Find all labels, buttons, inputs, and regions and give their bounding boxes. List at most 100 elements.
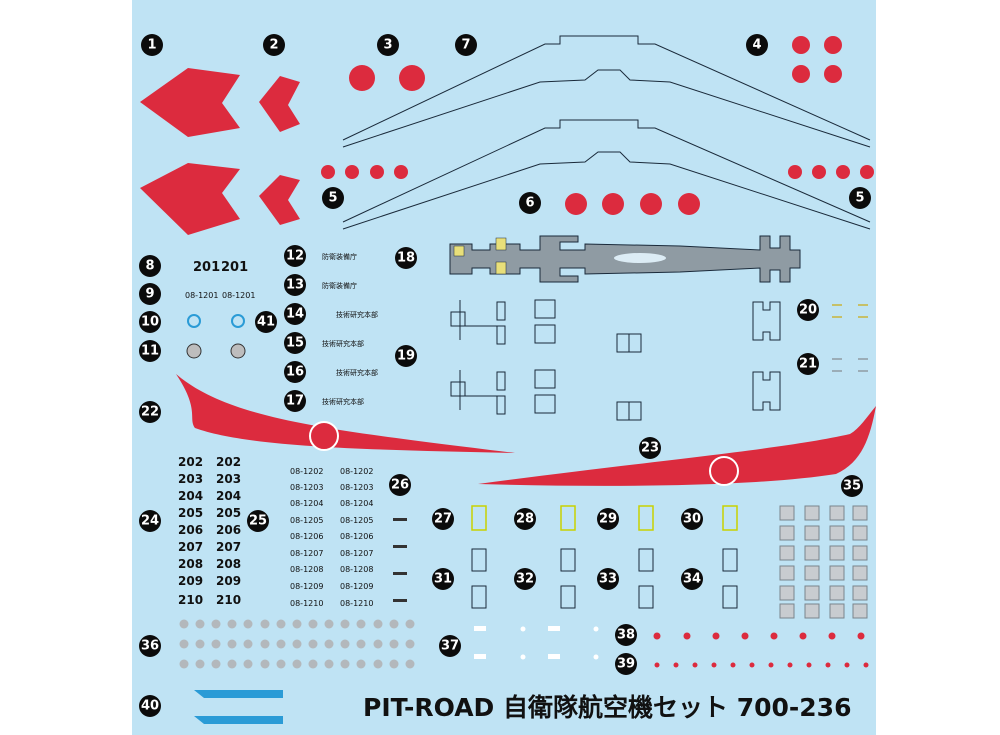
svg-text:31: 31 xyxy=(434,572,452,587)
decal-9-serial: 08-1201 08-1201 xyxy=(185,291,255,300)
decal-31-34-doors xyxy=(471,548,738,609)
svg-text:08-1206: 08-1206 xyxy=(290,532,323,541)
svg-text:技術研究本部: 技術研究本部 xyxy=(336,368,378,377)
svg-text:210: 210 xyxy=(216,593,241,607)
svg-text:08-1208: 08-1208 xyxy=(290,565,323,574)
svg-text:205: 205 xyxy=(178,506,203,520)
badge-28: 28 xyxy=(514,508,536,530)
badge-35: 35 xyxy=(841,475,863,497)
svg-text:22: 22 xyxy=(141,405,159,420)
svg-text:08-1203: 08-1203 xyxy=(340,483,373,492)
badge-12: 12 xyxy=(284,245,306,267)
decal-21-arrows xyxy=(832,358,868,372)
badge-16: 16 xyxy=(284,361,306,383)
svg-text:209: 209 xyxy=(178,574,203,588)
svg-text:防衛装備庁: 防衛装備庁 xyxy=(322,281,357,290)
svg-text:32: 32 xyxy=(516,572,534,587)
svg-text:1: 1 xyxy=(147,38,156,53)
svg-text:12: 12 xyxy=(286,249,304,264)
svg-text:16: 16 xyxy=(286,365,304,380)
svg-text:15: 15 xyxy=(286,336,304,351)
svg-text:34: 34 xyxy=(683,572,701,587)
decal-38-red-dots xyxy=(653,632,865,640)
svg-text:10: 10 xyxy=(141,315,159,330)
svg-text:19: 19 xyxy=(397,349,415,364)
badge-17: 17 xyxy=(284,390,306,412)
svg-text:08-1202: 08-1202 xyxy=(340,467,373,476)
decal-23-tail-swoosh xyxy=(478,406,876,486)
badge-32: 32 xyxy=(514,568,536,590)
svg-text:08-1207: 08-1207 xyxy=(290,549,323,558)
svg-text:210: 210 xyxy=(178,593,203,607)
decal-26-small-marks xyxy=(393,518,407,602)
svg-text:36: 36 xyxy=(141,639,159,654)
svg-text:206: 206 xyxy=(216,523,241,537)
decal-3-hinomaru xyxy=(349,65,425,91)
svg-text:防衛装備庁: 防衛装備庁 xyxy=(322,252,357,261)
badge-29: 29 xyxy=(597,508,619,530)
badge-41: 41 xyxy=(255,311,277,333)
svg-text:204: 204 xyxy=(178,489,203,503)
badge-39: 39 xyxy=(615,653,637,675)
svg-text:7: 7 xyxy=(461,38,470,53)
badge-20: 20 xyxy=(797,299,819,321)
svg-text:技術研究本部: 技術研究本部 xyxy=(336,310,378,319)
badge-40: 40 xyxy=(139,695,161,717)
svg-text:08-1204: 08-1204 xyxy=(290,499,323,508)
svg-text:207: 207 xyxy=(178,540,203,554)
decal-22-tail-swoosh xyxy=(176,374,515,453)
svg-text:2: 2 xyxy=(269,38,278,53)
badge-21: 21 xyxy=(797,353,819,375)
badge-6: 6 xyxy=(519,192,541,214)
badge-8: 8 xyxy=(139,255,161,277)
svg-text:3: 3 xyxy=(383,38,392,53)
badge-10: 10 xyxy=(139,311,161,333)
svg-text:08-1201: 08-1201 xyxy=(185,291,218,300)
svg-text:技術研究本部: 技術研究本部 xyxy=(322,397,364,406)
svg-text:08-1207: 08-1207 xyxy=(340,549,373,558)
badge-26: 26 xyxy=(389,474,411,496)
svg-text:207: 207 xyxy=(216,540,241,554)
svg-text:24: 24 xyxy=(141,514,159,529)
decal-2-red-shapes xyxy=(259,76,300,225)
decal-27-30-doors xyxy=(471,505,738,531)
svg-text:5: 5 xyxy=(328,191,337,206)
svg-text:08-1208: 08-1208 xyxy=(340,565,373,574)
decal-10-emblem xyxy=(187,314,245,328)
decal-7-wing-outlines xyxy=(342,35,871,230)
svg-text:08-1205: 08-1205 xyxy=(290,516,323,525)
decal-1-red-shapes xyxy=(140,68,240,235)
badge-3: 3 xyxy=(377,34,399,56)
badge-13: 13 xyxy=(284,274,306,296)
badge-36: 36 xyxy=(139,635,161,657)
badge-27: 27 xyxy=(432,508,454,530)
svg-text:35: 35 xyxy=(843,479,861,494)
svg-text:08-1209: 08-1209 xyxy=(340,582,373,591)
svg-text:29: 29 xyxy=(599,512,617,527)
svg-text:26: 26 xyxy=(391,478,409,493)
svg-text:209: 209 xyxy=(216,574,241,588)
svg-text:27: 27 xyxy=(434,512,452,527)
badge-9: 9 xyxy=(139,283,161,305)
svg-text:13: 13 xyxy=(286,278,304,293)
svg-text:25: 25 xyxy=(249,514,267,529)
svg-text:9: 9 xyxy=(145,287,154,302)
svg-text:205: 205 xyxy=(216,506,241,520)
badge-24: 24 xyxy=(139,510,161,532)
decal-11-badge xyxy=(186,343,246,359)
decal-35-grid xyxy=(779,505,868,619)
svg-text:23: 23 xyxy=(641,441,659,456)
svg-text:206: 206 xyxy=(178,523,203,537)
svg-text:08-1203: 08-1203 xyxy=(290,483,323,492)
decal-sheet-background xyxy=(132,0,876,735)
sheet-title: PIT-ROAD 自衛隊航空機セット 700-236 xyxy=(363,693,851,722)
badge-19: 19 xyxy=(395,345,417,367)
svg-text:203: 203 xyxy=(216,472,241,486)
decal-4-hinomaru xyxy=(792,36,842,83)
svg-text:30: 30 xyxy=(683,512,701,527)
svg-text:5: 5 xyxy=(855,191,864,206)
badge-33: 33 xyxy=(597,568,619,590)
decal-18-fuselage-walkway xyxy=(449,235,801,283)
svg-text:6: 6 xyxy=(525,196,534,211)
